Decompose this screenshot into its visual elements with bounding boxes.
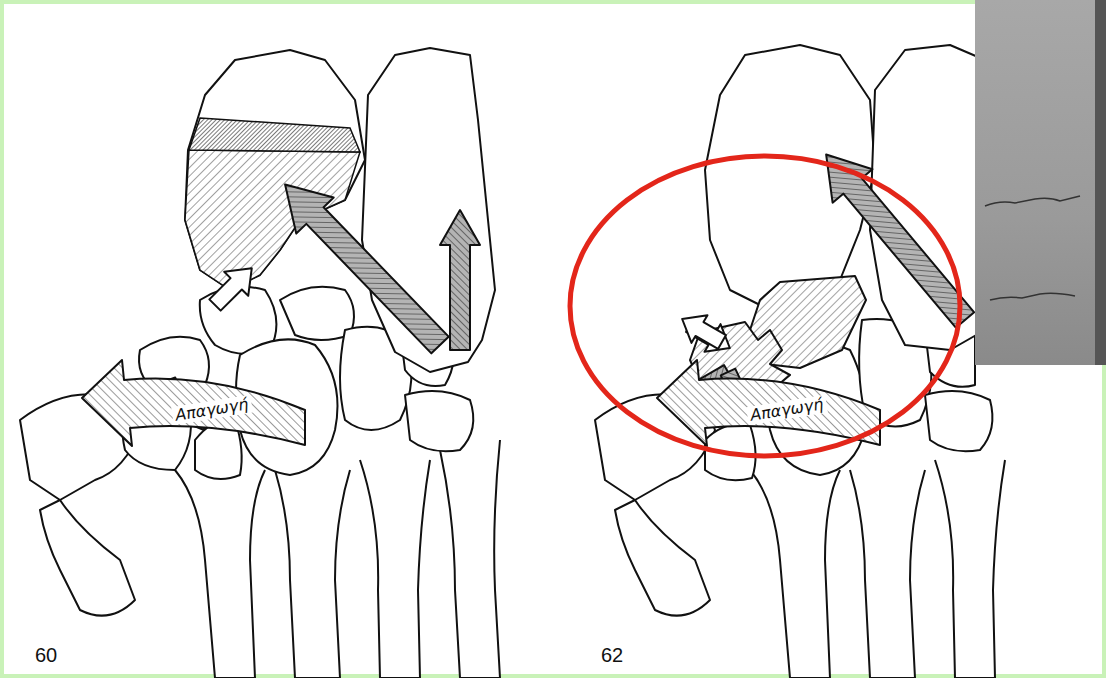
bone-outline — [175, 470, 265, 678]
xray-photo — [975, 0, 1106, 365]
bone-outline — [935, 460, 1005, 678]
highlight-ellipse — [570, 156, 960, 456]
figure-number: 62 — [601, 644, 623, 666]
force-arrow — [82, 360, 305, 446]
bone-outline — [750, 470, 840, 678]
force-arrow — [674, 305, 730, 356]
force-arrow — [266, 167, 458, 364]
xray-photo — [990, 293, 1075, 300]
bone-outline — [405, 391, 473, 451]
xray-photo — [985, 196, 1080, 206]
bone-outline — [280, 287, 354, 340]
bone-outline — [40, 500, 135, 616]
force-arrow — [657, 360, 880, 446]
bone-outline — [615, 500, 710, 616]
xray-photo — [1095, 0, 1106, 365]
force-arrow — [657, 138, 985, 446]
force-arrow — [440, 210, 480, 350]
bone-outline — [360, 460, 430, 678]
figure-number: 60 — [35, 644, 57, 666]
bone-outline — [440, 440, 500, 678]
force-arrow — [82, 167, 480, 446]
fracture-hatching — [189, 118, 360, 152]
bone-outline — [925, 391, 992, 451]
force-arrow — [203, 256, 264, 317]
bone-outline — [275, 470, 350, 678]
bone-outline — [850, 470, 925, 678]
fracture-hatching — [185, 118, 360, 290]
bone-outline — [20, 48, 500, 678]
xray-photo — [975, 0, 1106, 365]
